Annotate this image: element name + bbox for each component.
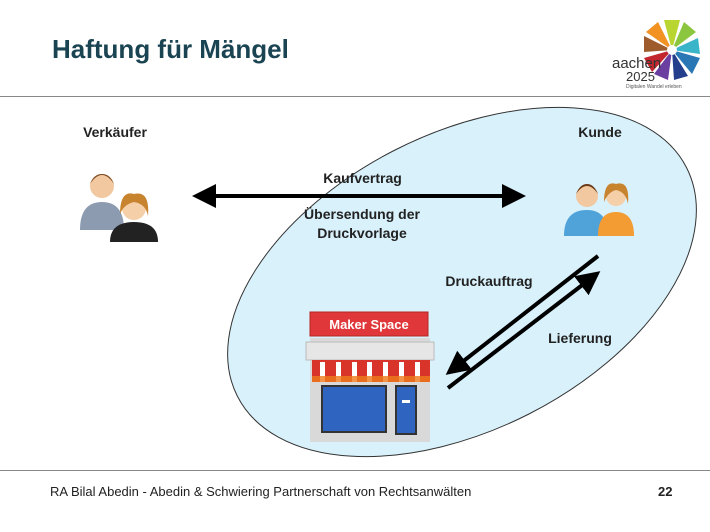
order-label: Druckauftrag [445, 273, 533, 289]
logo-tagline: Digitalen Wandel erleben [626, 84, 682, 90]
contract-label: Kaufvertrag [323, 170, 402, 186]
order-arrow [445, 254, 600, 375]
seller-people-icon [80, 174, 158, 242]
header-divider [0, 96, 710, 97]
delivery-arrow [446, 271, 601, 390]
maker-space-shop-icon [305, 311, 435, 442]
customer-sphere-ellipse [227, 106, 697, 458]
footer-text: RA Bilal Abedin - Abedin & Schwiering Pa… [50, 484, 472, 499]
transfer-label-line1: Übersendung der [304, 206, 420, 222]
customer-label: Kunde [578, 124, 622, 140]
diagram [80, 106, 697, 458]
customer-people-icon [564, 183, 634, 236]
shop-sign-label: Maker Space [329, 317, 409, 332]
logo-text: aachen [612, 55, 661, 72]
delivery-label: Lieferung [548, 330, 612, 346]
page-number: 22 [658, 484, 673, 499]
slide-title: Haftung für Mängel [52, 34, 289, 64]
aachen-2025-logo: aachen 2025 Digitalen Wandel erleben [612, 20, 700, 90]
seller-label: Verkäufer [83, 124, 147, 140]
transfer-label-line2: Druckvorlage [317, 225, 407, 241]
footer-divider [0, 470, 710, 471]
logo-year: 2025 [626, 69, 655, 84]
